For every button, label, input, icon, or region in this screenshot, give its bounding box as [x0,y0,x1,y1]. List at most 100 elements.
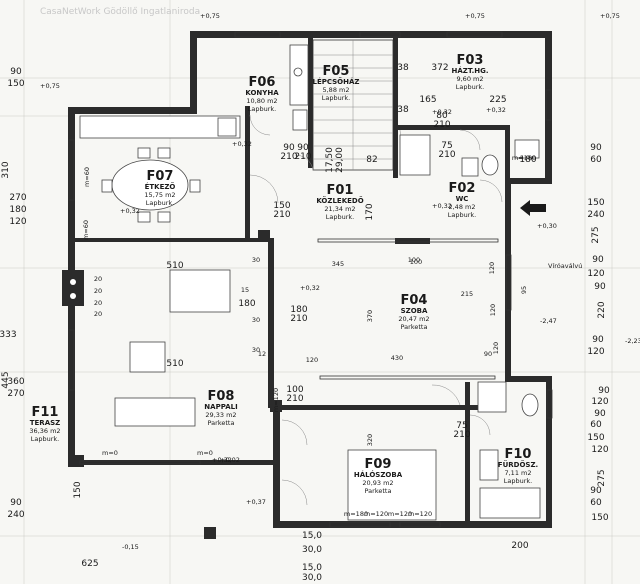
room-floor: Parketta [401,323,428,331]
dimension-inner: m=120 [272,388,280,412]
furniture [79,44,541,521]
dimension-misc: 170 [365,203,375,220]
room-code: F07 [147,169,174,184]
dimension-inner: 120 [488,262,496,274]
opening-size: 180 [290,305,307,315]
room-floor: Lapburk. [326,213,354,221]
dimension-inner: 20 [94,310,102,318]
dimension-bottom: 30,0 [302,545,322,555]
dimension-right: 120 [587,269,604,279]
dimension-right: 275 [597,469,607,486]
dimension-right: 275 [591,226,601,243]
room-code: F05 [323,64,350,79]
dimension-inner: 320 [366,434,374,446]
opening-size: 100 [286,385,303,395]
room-area: 9,60 m2 [456,75,483,83]
dimension-inner: m=60 [83,167,91,187]
dimension-left: 310 [1,161,11,178]
dimension-bottom: 200 [511,541,528,551]
opening-size: 210 [290,314,307,324]
opening-size: 210 [294,152,311,162]
dimension-inner: 345 [332,260,344,268]
dimension-inner: 20 [94,287,102,295]
dimension-inner: m=180 [344,510,368,518]
opening-size: 210 [433,120,450,130]
bathtub [479,487,541,519]
dimension-right: 60 [590,155,602,165]
dimension-top: 165 [419,95,436,105]
room-floor: Parketta [365,487,392,495]
opening-size: 210 [453,430,470,440]
dimension-right: 60 [590,420,602,430]
dimension-inner: 30 [252,346,260,354]
dimension-inner: 95 [520,286,528,294]
dimension-inner: 30 [252,256,260,264]
dimension-top: 180 [519,155,536,165]
kitchen-counter [79,115,241,139]
room-code: F06 [249,75,276,90]
room-area: 29,33 m2 [205,411,236,419]
dimension-right: 120 [591,397,608,407]
dimension-right: 120 [587,347,604,357]
dimension-inner: 90 [484,350,492,358]
dimension-inner: m=120 [388,510,412,518]
room-area: 15,75 m2 [144,191,175,199]
room-floor: Lapburk. [448,211,476,219]
dimension-inner: 12 [258,350,266,358]
room-name: TERASZ [30,419,60,427]
room-code: F09 [365,457,392,472]
level-mark: -2,47 [540,317,557,325]
room-name: HÁLÓSZOBA [354,470,403,479]
room-area: 10,80 m2 [246,97,277,105]
dimension-left: 90 [10,67,22,77]
dimension-left: 270 [7,389,24,399]
sofa-corner [169,269,231,313]
dimension-right: 90 [590,486,602,496]
level-mark: -2,23 [625,337,640,345]
room-floor: Lapburk. [146,199,174,207]
level-mark: +0,02 [220,456,240,464]
room-name: ÉTKEZŐ [145,182,176,191]
dimension-inner: 120 [306,356,318,364]
dimension-inner: 15 [241,286,249,294]
inner-walls [62,38,510,539]
dimension-inner: 30 [252,316,260,324]
dimension-bottom: 15,0 [302,531,322,541]
dimension-left: 120 [9,217,26,227]
room-area: 20,47 m2 [398,315,429,323]
dimension-top: 372 [431,63,448,73]
dimension-right: 150 [587,433,604,443]
dimension-left: 270 [9,193,26,203]
dimension-inner: 20 [94,275,102,283]
opening-size: 80 [436,111,448,121]
room-name: KONYHA [245,89,279,97]
room-area: 7,11 m2 [504,469,531,477]
room-code: F03 [457,53,484,68]
opening-size: 210 [438,150,455,160]
dimension-top: 225 [489,95,506,105]
door-swings [249,114,503,506]
dimension-right: 90 [592,255,604,265]
opening-size: 210 [280,152,297,162]
staircase [312,39,394,171]
dimension-top: 82 [366,155,377,165]
level-mark: +0,32 [120,207,140,215]
dimension-inner: m=60 [82,220,90,240]
room-floor: Parketta [208,419,235,427]
room-floor: Lapburk. [248,105,276,113]
dimension-left: 90 [10,498,22,508]
dimension-inner: 20 [94,299,102,307]
room-area: 20,93 m2 [362,479,393,487]
dimension-right: 90 [594,282,606,292]
room-name: WC [456,195,469,203]
opening-size: 75 [441,141,452,151]
room-name: HÁZT.HG. [452,66,489,75]
room-area: 21,34 m2 [324,205,355,213]
dimension-bottom: 30,0 [302,573,322,583]
